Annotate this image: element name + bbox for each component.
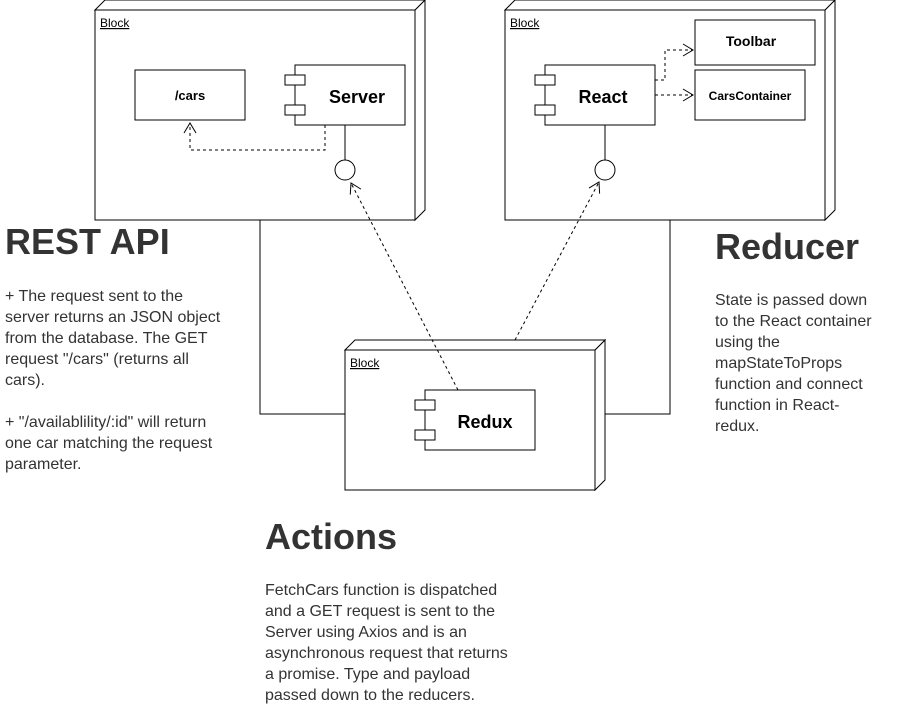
rest-api-para2-line: one car matching the request	[5, 435, 213, 452]
reducer-body-line: redux.	[715, 418, 760, 435]
actions-body-line: passed down to the reducers.	[265, 687, 475, 704]
redux-component[interactable]: Redux	[414, 389, 536, 451]
reducer-body-line: function and connect	[715, 376, 863, 393]
reducer-body-line: function in React-	[715, 397, 840, 414]
actions-body-line: a promise. Type and payload	[265, 666, 471, 683]
actions-body-line: asynchronous request that returns	[265, 645, 508, 662]
actions-body-line: and a GET request is sent to the	[265, 603, 496, 620]
cars-container-box[interactable]: CarsContainer	[694, 69, 806, 121]
actions-note: Actions FetchCars function is dispatched…	[265, 517, 555, 706]
redux-component-label: Redux	[457, 412, 512, 432]
cars-route-label: /cars	[175, 88, 205, 103]
reducer-body-line: mapStateToProps	[715, 355, 843, 372]
reducer-body-line: using the	[715, 334, 780, 351]
rest-api-para1-line: from the database. The GET	[5, 330, 208, 347]
redux-to-server-interface	[349, 182, 459, 391]
react-node-label: Block	[510, 16, 540, 30]
actions-title: Actions	[265, 516, 398, 557]
server-redux-connector	[259, 220, 346, 415]
server-interface-lollipop	[334, 125, 356, 181]
toolbar-label: Toolbar	[726, 33, 777, 49]
react-component[interactable]: React	[534, 64, 656, 126]
redux-component-icon	[414, 399, 436, 411]
rest-api-note: REST API + The request sent to the serve…	[5, 222, 255, 475]
redux-node-label: Block	[350, 356, 380, 370]
server-component[interactable]: Server	[284, 64, 406, 126]
react-to-toolbar-dependency	[655, 43, 694, 81]
reducer-body-line: to the React container	[715, 313, 872, 330]
reducer-body-line: State is passed down	[715, 292, 868, 309]
server-to-cars-dependency	[183, 122, 326, 151]
rest-api-para2-line: + "/availablility/:id" will return	[5, 414, 207, 431]
server-component-icon	[284, 74, 306, 86]
react-interface-lollipop	[594, 125, 616, 181]
react-component-label: React	[578, 87, 627, 107]
server-component-label: Server	[329, 87, 385, 107]
react-redux-connector	[605, 220, 671, 415]
actions-body-line: FetchCars function is dispatched	[265, 582, 498, 599]
server-node-label: Block	[100, 16, 130, 30]
rest-api-para1-line: cars).	[5, 372, 45, 389]
rest-api-title: REST API	[5, 221, 170, 262]
rest-api-para1-line: server returns an JSON object	[5, 309, 221, 326]
reducer-title: Reducer	[715, 226, 860, 267]
react-component-icon	[534, 74, 556, 86]
reducer-note: Reducer State is passed down to the Reac…	[715, 227, 900, 437]
rest-api-para2-line: parameter.	[5, 456, 82, 473]
actions-body-line: Server using Axios and is an	[265, 624, 467, 641]
rest-api-para1-line: + The request sent to the	[5, 288, 184, 305]
cars-route-box[interactable]: /cars	[134, 69, 246, 121]
rest-api-para1-line: request "/cars" (returns all	[5, 351, 189, 368]
cars-container-label: CarsContainer	[709, 89, 792, 103]
toolbar-box[interactable]: Toolbar	[694, 19, 816, 66]
